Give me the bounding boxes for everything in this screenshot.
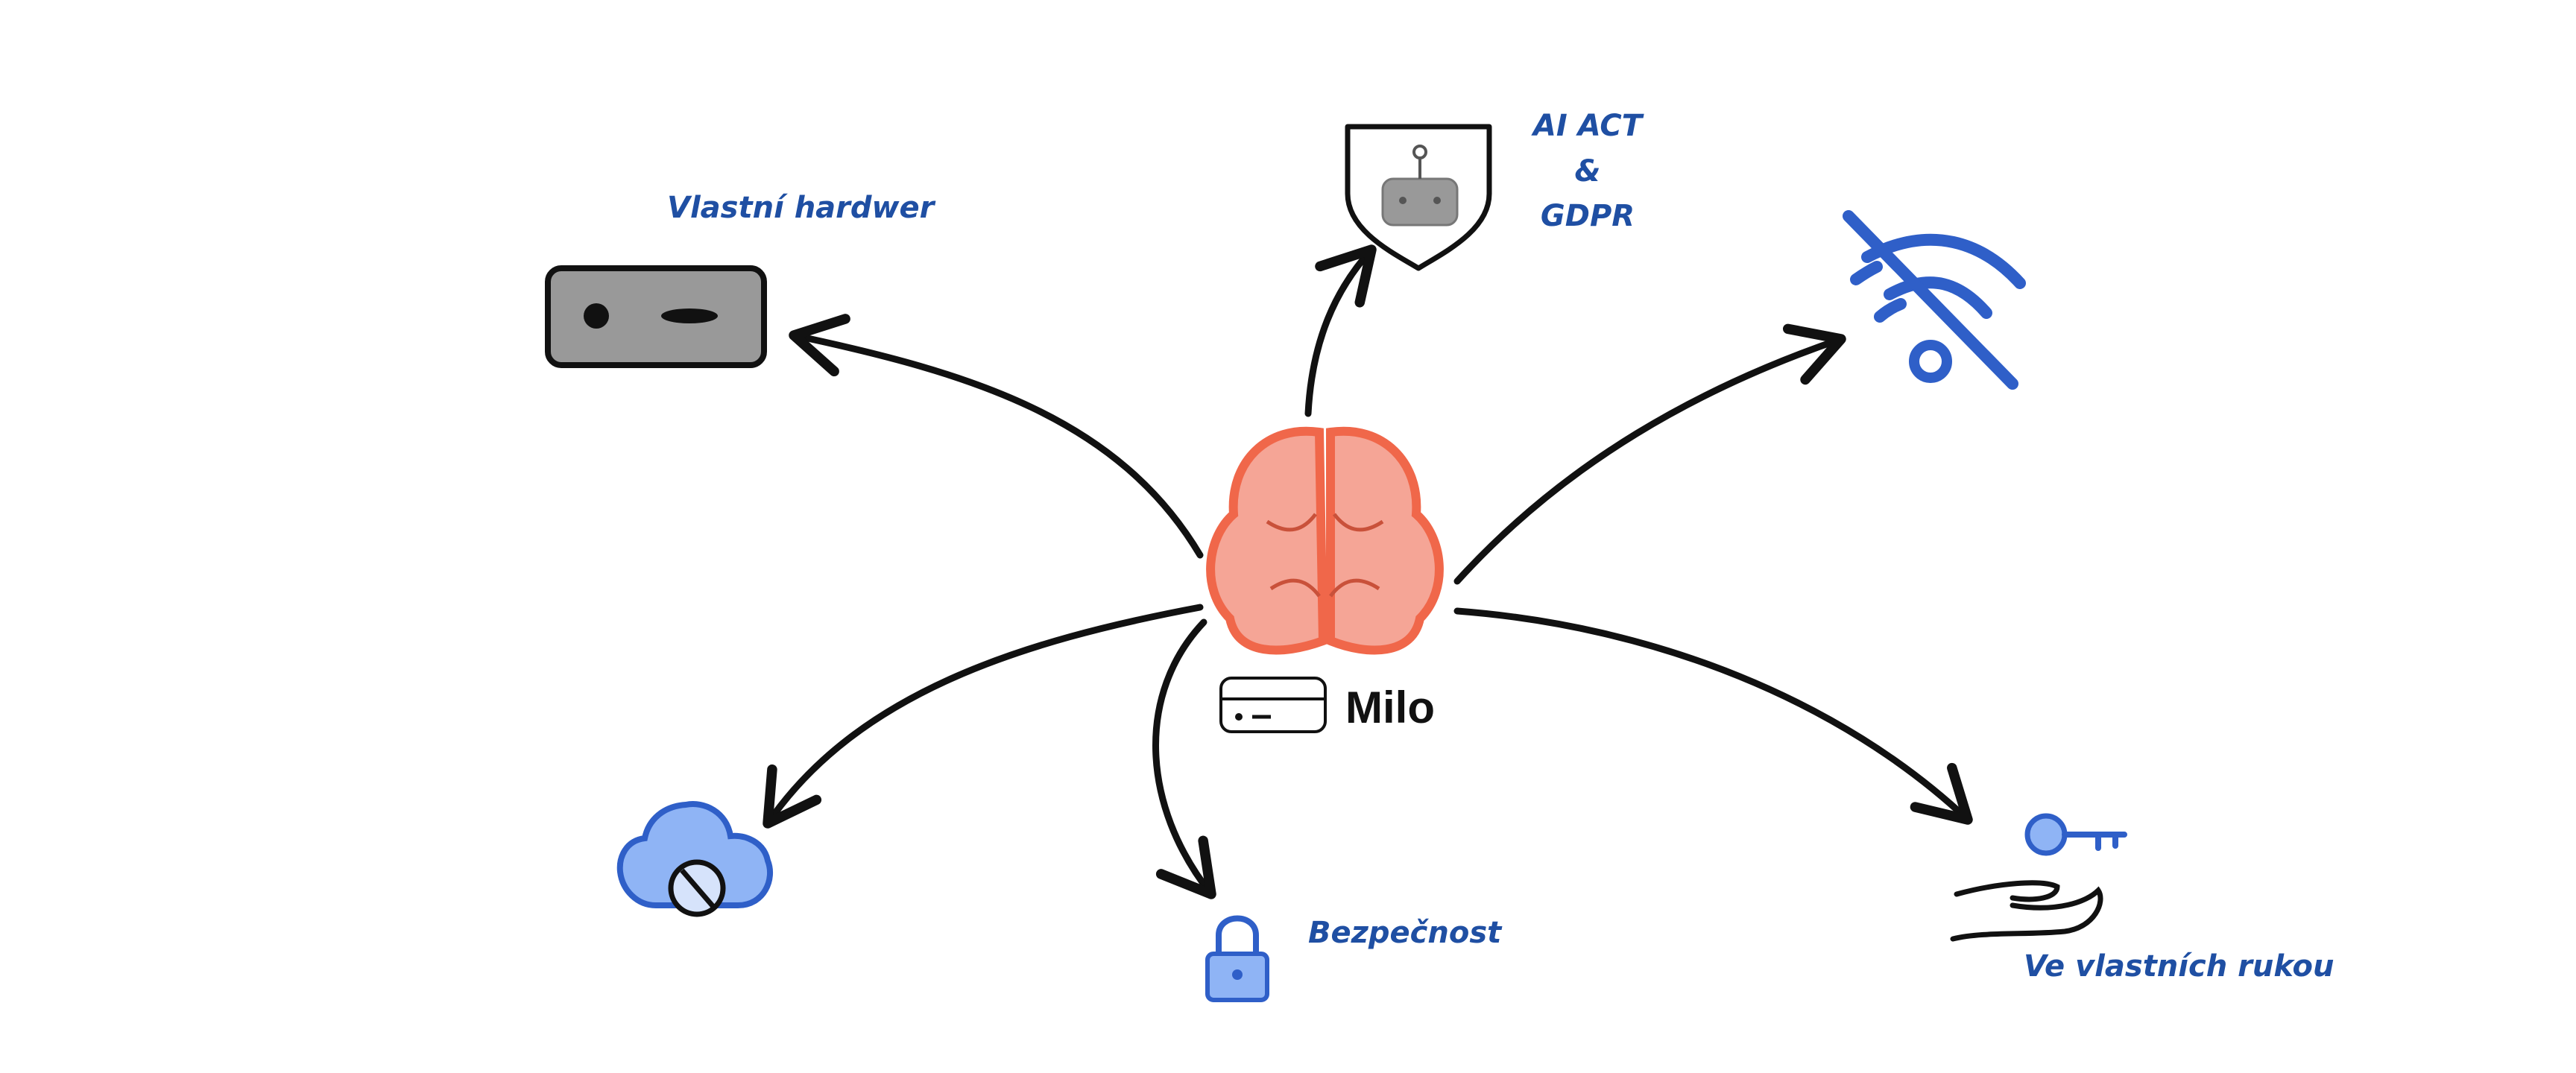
arrow-to-ai-act bbox=[1304, 244, 1377, 417]
node-security: Bezpečnost bbox=[1205, 915, 1503, 1002]
node-ownership: Ve vlastních rukou bbox=[1950, 813, 2334, 984]
arrows bbox=[763, 244, 1973, 899]
node-ai-act: AI ACT & GDPR bbox=[1345, 109, 1644, 271]
ai-act-label-line-2: & bbox=[1575, 154, 1601, 189]
hardware-label: Vlastní hardwer bbox=[667, 191, 936, 225]
ownership-label: Ve vlastních rukou bbox=[2024, 949, 2334, 984]
arrow-to-security bbox=[1152, 618, 1216, 899]
arrow-to-offline bbox=[1453, 323, 1846, 585]
arrow-to-ownership bbox=[1453, 607, 1973, 825]
center-label: Milo bbox=[1345, 683, 1435, 732]
node-hardware: Vlastní hardwer bbox=[545, 191, 936, 368]
arrow-to-hardware bbox=[789, 314, 1204, 559]
cloud-blocked-icon bbox=[616, 801, 774, 917]
padlock-icon bbox=[1205, 915, 1269, 1002]
mini-computer-icon bbox=[545, 265, 767, 368]
ai-act-label-line-1: AI ACT bbox=[1531, 109, 1644, 143]
arrow-to-cloud bbox=[763, 604, 1204, 829]
hand-with-key-icon bbox=[1950, 813, 2127, 942]
robot-shield-icon bbox=[1345, 124, 1492, 271]
server-box-icon bbox=[1219, 677, 1327, 733]
wifi-off-icon bbox=[1843, 210, 2026, 390]
security-label: Bezpečnost bbox=[1308, 916, 1503, 950]
node-offline bbox=[1843, 210, 2026, 390]
ai-act-label-line-3: GDPR bbox=[1541, 199, 1635, 233]
center-node: Milo bbox=[1206, 426, 1444, 733]
node-cloud bbox=[616, 801, 774, 917]
brain-icon bbox=[1206, 426, 1444, 655]
